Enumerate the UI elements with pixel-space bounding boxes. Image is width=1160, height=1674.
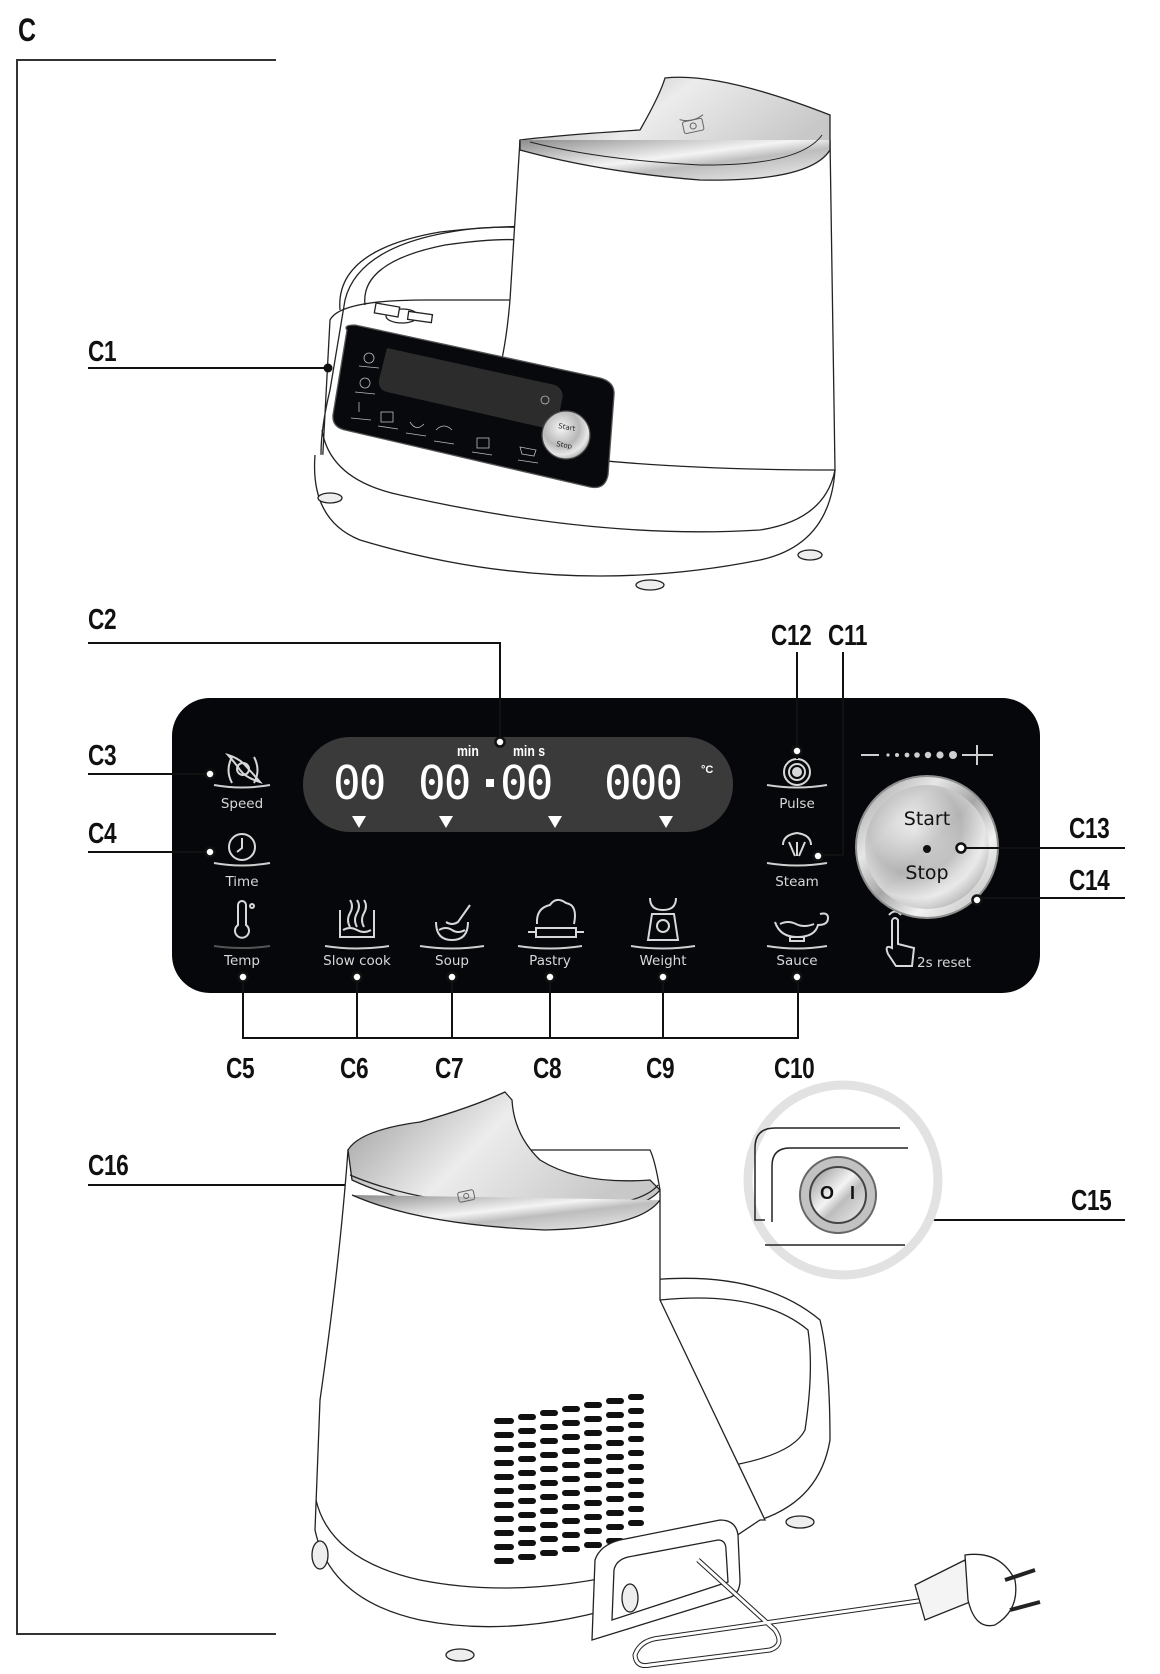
power-switch-rocker[interactable] [809, 1166, 867, 1224]
callout-c8: C8 [533, 1053, 562, 1085]
slow-cook-pot-icon [339, 899, 375, 938]
power-on-symbol: I [850, 1183, 856, 1203]
speed-scale [861, 745, 993, 765]
time-underline [213, 862, 271, 867]
callout-c7: C7 [435, 1053, 464, 1085]
power-off-symbol: O [820, 1183, 835, 1203]
knob-center-dot [923, 845, 931, 853]
temp-underline [213, 945, 271, 949]
temp-button[interactable]: Temp [224, 953, 260, 969]
speed-underline [213, 784, 271, 789]
callout-c13: C13 [1069, 813, 1110, 845]
display-unit-min-s: min s [513, 743, 546, 760]
callout-c4: C4 [88, 818, 117, 850]
soup-underline [419, 945, 485, 950]
section-label: C [18, 12, 36, 48]
display-temperature: 000 [604, 756, 683, 810]
mini-control-panel: Start Stop [332, 324, 615, 489]
callout-c9: C9 [646, 1053, 675, 1085]
sauce-boat-icon [774, 912, 830, 942]
callout-c6: C6 [340, 1053, 369, 1085]
svg-text:Start: Start [558, 422, 576, 433]
leader-c11 [820, 652, 844, 856]
speed-button[interactable]: Speed [220, 796, 264, 812]
callout-c11: C11 [828, 620, 868, 652]
bottom-device-illustration [311, 1091, 1041, 1668]
weight-button[interactable]: Weight [639, 953, 687, 969]
display-unit-celsius: °C [701, 764, 714, 776]
power-plug [914, 1553, 1041, 1627]
display-speed-digits: 00 [333, 756, 386, 810]
speed-blade-icon [224, 753, 263, 784]
leader-dots [204, 736, 983, 983]
soup-button[interactable]: Soup [435, 953, 469, 969]
touch-finger-icon [885, 910, 916, 967]
soup-bowl-ladle-icon [435, 904, 471, 942]
time-button[interactable]: Time [225, 874, 259, 890]
section-bracket [16, 59, 276, 1635]
steam-underline [766, 862, 828, 867]
slow-cook-underline [324, 945, 390, 950]
leader-lines [88, 367, 1125, 1221]
thermometer-icon [234, 900, 255, 939]
weight-underline [630, 945, 696, 950]
steam-button[interactable]: Steam [775, 874, 819, 890]
lcd-display [303, 737, 733, 832]
callout-c12: C12 [771, 620, 812, 652]
callout-c1: C1 [88, 336, 117, 368]
time-colon [486, 779, 494, 787]
indicator-arrow-temp [659, 816, 673, 828]
display-unit-min: min [457, 743, 479, 760]
indicator-arrow-seconds [548, 816, 562, 828]
knob-start-label: Start [903, 808, 951, 830]
callout-c15: C15 [1071, 1185, 1112, 1217]
svg-text:Stop: Stop [556, 440, 574, 451]
callout-c3: C3 [88, 740, 117, 772]
sauce-underline [766, 945, 828, 950]
display-indicators [352, 816, 673, 828]
top-device-illustration: Start Stop [313, 76, 836, 591]
callout-c5: C5 [226, 1053, 255, 1085]
callout-c2: C2 [88, 604, 117, 636]
leader-c5-c10 [242, 980, 799, 1039]
callout-c16: C16 [88, 1150, 129, 1182]
timer-clock-icon [228, 833, 256, 861]
pastry-button[interactable]: Pastry [529, 953, 571, 969]
sauce-button[interactable]: Sauce [776, 953, 818, 969]
start-stop-knob[interactable] [855, 775, 999, 919]
display-time-minutes: 00 [418, 756, 471, 810]
slow-cook-button[interactable]: Slow cook [323, 953, 391, 969]
indicator-arrow-speed [352, 816, 366, 828]
callout-c14: C14 [1069, 865, 1110, 897]
steam-icon [782, 831, 812, 857]
ventilation-grille [494, 1394, 644, 1564]
leader-c2 [88, 642, 501, 740]
weight-scale-icon [646, 897, 680, 941]
pulse-underline [766, 784, 828, 789]
power-switch-detail [743, 1080, 943, 1280]
control-panel [172, 698, 1040, 993]
reset-hint: 2s reset [917, 955, 972, 971]
display-time-seconds: 00 [500, 756, 553, 810]
knob-stop-label: Stop [905, 862, 949, 884]
indicator-arrow-minutes [439, 816, 453, 828]
pastry-rolling-pin-icon [528, 899, 584, 938]
pastry-underline [517, 945, 583, 950]
callout-c10: C10 [774, 1053, 815, 1085]
pulse-button[interactable]: Pulse [779, 796, 815, 812]
